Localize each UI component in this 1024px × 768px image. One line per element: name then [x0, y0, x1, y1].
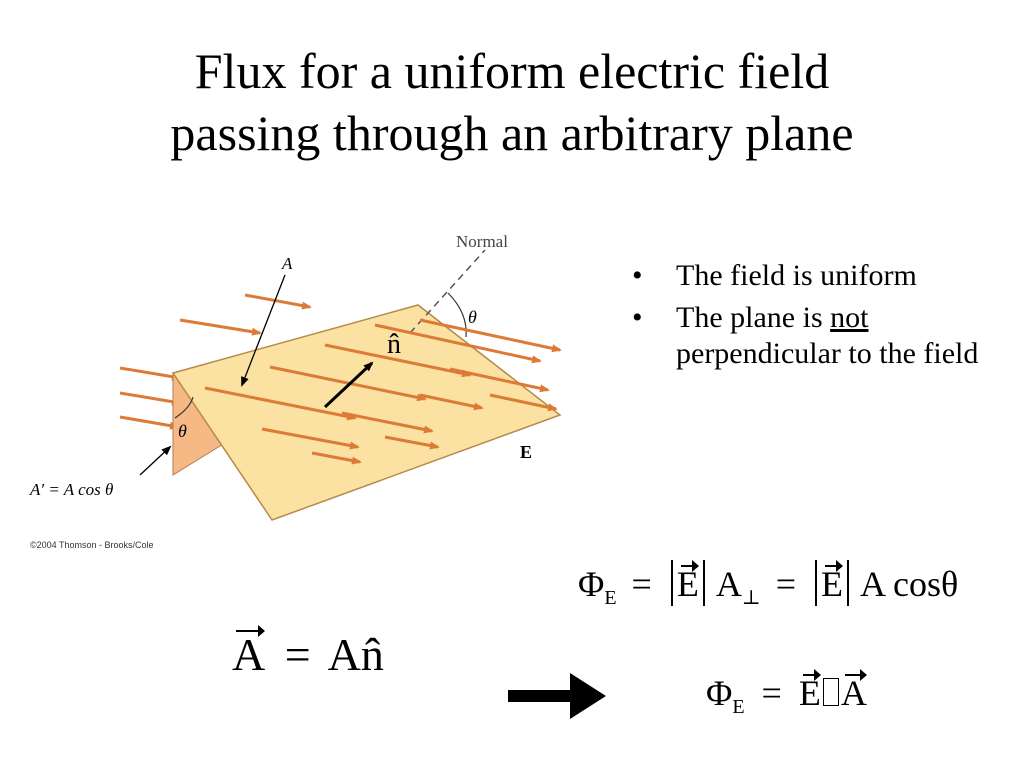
bullet-item: The field is uniform: [630, 258, 1020, 294]
slide-title: Flux for a uniform electric field passin…: [0, 40, 1024, 164]
label-normal: Normal: [456, 232, 508, 251]
n-hat-vector: [323, 361, 374, 409]
field-lines-behind: [119, 293, 312, 430]
label-theta-side: θ: [178, 421, 187, 441]
implies-arrow-icon: [508, 673, 606, 719]
title-line-2: passing through an arbitrary plane: [170, 105, 854, 161]
flux-figure: Normal A θ θ E n̂ A′ = A cos θ ©2004 Tho…: [29, 232, 562, 550]
title-line-1: Flux for a uniform electric field: [194, 43, 830, 99]
label-field-E: E: [520, 442, 532, 462]
label-area: A: [281, 254, 293, 273]
area-vector-equation: A = An̂: [232, 625, 384, 680]
tilted-plane: [171, 304, 562, 521]
area-pointer: [241, 274, 286, 387]
label-theta-top: θ: [468, 307, 477, 327]
flux-equation-full: ΦE = E A⊥ = E A cosθ: [578, 560, 958, 610]
theta-arc-top: [447, 292, 467, 338]
emphasis-not: not: [830, 301, 869, 334]
figure-credit: ©2004 Thomson - Brooks/Cole: [30, 540, 154, 550]
label-a-prime: A′ = A cos θ: [29, 480, 113, 499]
theta-arc-side: [174, 396, 194, 419]
bullet-item: The plane is not perpendicular to the fi…: [630, 300, 1020, 372]
field-lines-front: [204, 318, 562, 465]
dot-product-placeholder-icon: [822, 678, 839, 706]
aprime-pointer: [139, 445, 172, 476]
bullet-list: The field is uniform The plane is not pe…: [630, 258, 1020, 378]
label-n-hat: n̂: [387, 329, 401, 360]
